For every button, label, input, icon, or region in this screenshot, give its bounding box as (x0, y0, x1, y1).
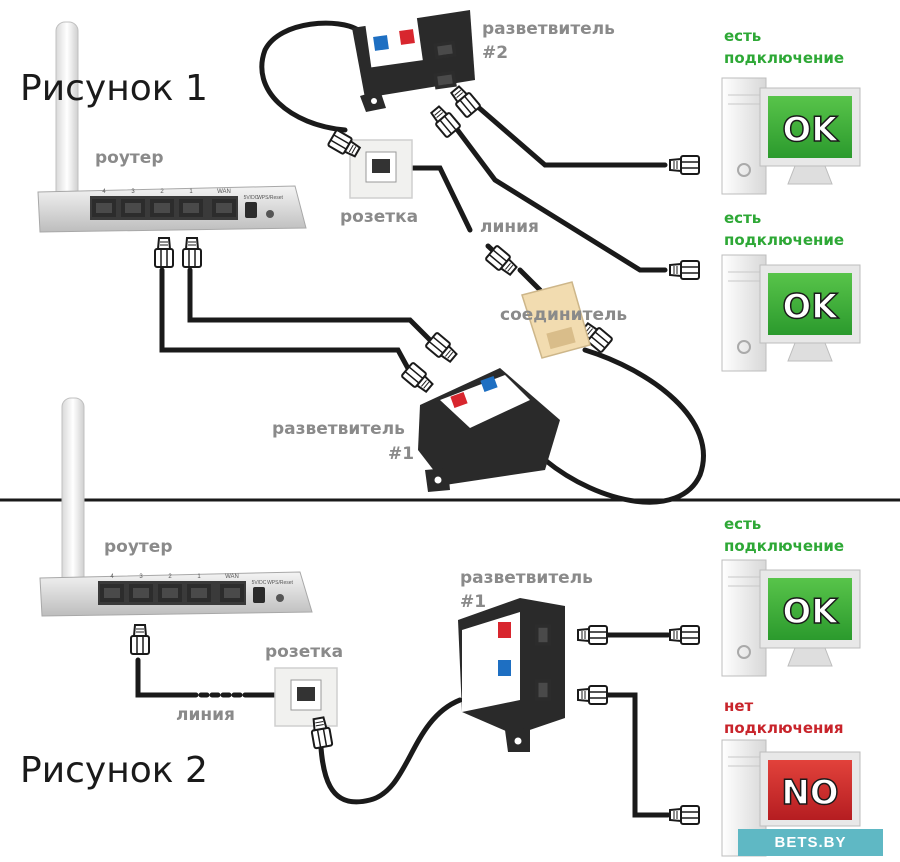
fig1-pc1-status-line2: подключение (724, 49, 845, 67)
fig2-splitter-1 (458, 598, 565, 752)
fig1-splitter-1 (418, 368, 560, 492)
fig2-plug-splitter-out-b (577, 685, 608, 705)
fig1-pc2-status-line2: подключение (724, 231, 845, 249)
fig1-router-port-2: 2 (160, 189, 164, 195)
fig1-pc2-status-line1: есть (724, 209, 762, 227)
figure2-title: Рисунок 2 (20, 750, 208, 791)
fig2-router-port-1: 1 (197, 574, 201, 580)
fig1-plug-pc2 (669, 260, 700, 280)
fig1-pc1-status-line1: есть (724, 27, 762, 45)
fig2-router-port-2: 2 (168, 574, 172, 580)
fig2-pc1-status-line2: подключение (724, 537, 845, 555)
fig1-plug-splitter2-b (427, 102, 462, 139)
fig1-splitter1-label: разветвитель (272, 419, 405, 439)
fig1-router-port-power: 5V/DC (244, 195, 259, 201)
fig2-router-port-wps: WPS/Reset (267, 580, 293, 586)
watermark: BETS.BY (738, 829, 883, 856)
fig2-pc2-status-line1: нет (724, 697, 754, 715)
fig2-router-port-wan: WAN (225, 574, 239, 580)
fig1-splitter-2 (352, 10, 475, 112)
fig1-socket-label: розетка (340, 207, 419, 227)
fig1-router: 4 3 2 1 WAN 5V/DC WPS/Reset (37, 21, 307, 233)
fig1-coupler-label: соединитель (500, 305, 628, 325)
fig2-router: 4 3 2 1 WAN 5V/DC WPS/Reset (39, 397, 313, 617)
fig2-splitter-label: разветвитель (460, 568, 593, 588)
fig1-pc2: OK (721, 254, 861, 372)
fig1-router-plug-a (154, 237, 174, 268)
fig2-router-port-4: 4 (110, 574, 114, 580)
fig1-pc2-screen-text: OK (782, 287, 839, 327)
fig1-plug-splitter2-a (447, 82, 482, 119)
fig1-pc1: OK (721, 77, 861, 195)
fig1-router-port-wan: WAN (217, 189, 231, 195)
fig2-line-label: линия (176, 705, 235, 725)
fig2-pc2-status-line2: подключения (724, 719, 844, 737)
fig1-router-antenna (55, 21, 79, 219)
fig1-router-label: роутер (95, 148, 164, 168)
fig1-router-port-4: 4 (102, 189, 106, 195)
fig2-router-port-3: 3 (139, 574, 143, 580)
fig2-router-port-power: 5V/DC (252, 580, 267, 586)
fig2-router-antenna (61, 397, 85, 609)
fig2-router-label: роутер (104, 537, 173, 557)
fig1-splitter1-number: #1 (388, 444, 415, 464)
fig2-wall-socket (274, 667, 338, 727)
fig1-splitter2-label: разветвитель (482, 19, 615, 39)
fig2-plug-pc1 (669, 625, 700, 645)
fig1-router-plug-b (182, 237, 202, 268)
fig2-plug-pc2 (669, 805, 700, 825)
fig2-router-plug (130, 624, 150, 655)
fig2-pc1-screen (768, 578, 852, 640)
fig1-coupler (521, 281, 591, 359)
fig1-router-port-1: 1 (189, 189, 193, 195)
fig1-pc2-screen (768, 273, 852, 335)
fig2-pc1: OK (721, 559, 861, 677)
fig1-pc1-screen (768, 96, 852, 158)
fig1-splitter2-number: #2 (482, 43, 509, 63)
fig2-socket-label: розетка (265, 642, 344, 662)
fig2-plug-splitter-out-a (577, 625, 608, 645)
fig1-plug-pc1 (669, 155, 700, 175)
fig1-line-label: линия (480, 217, 539, 237)
fig1-router-port-3: 3 (131, 189, 135, 195)
figure1-title: Рисунок 1 (20, 68, 208, 109)
fig1-wall-socket (349, 139, 413, 199)
fig1-router-port-wps: WPS/Reset (257, 195, 283, 201)
fig1-cables (159, 20, 706, 505)
fig2-cables (135, 632, 671, 818)
fig2-splitter-number: #1 (460, 592, 487, 612)
fig2-pc1-status-line1: есть (724, 515, 762, 533)
fig1-pc1-screen-text: OK (782, 110, 839, 150)
fig2-pc2-screen (768, 760, 852, 820)
fig2-pc2-screen-text: NO (781, 773, 838, 813)
fig2-pc1-screen-text: OK (782, 592, 839, 632)
